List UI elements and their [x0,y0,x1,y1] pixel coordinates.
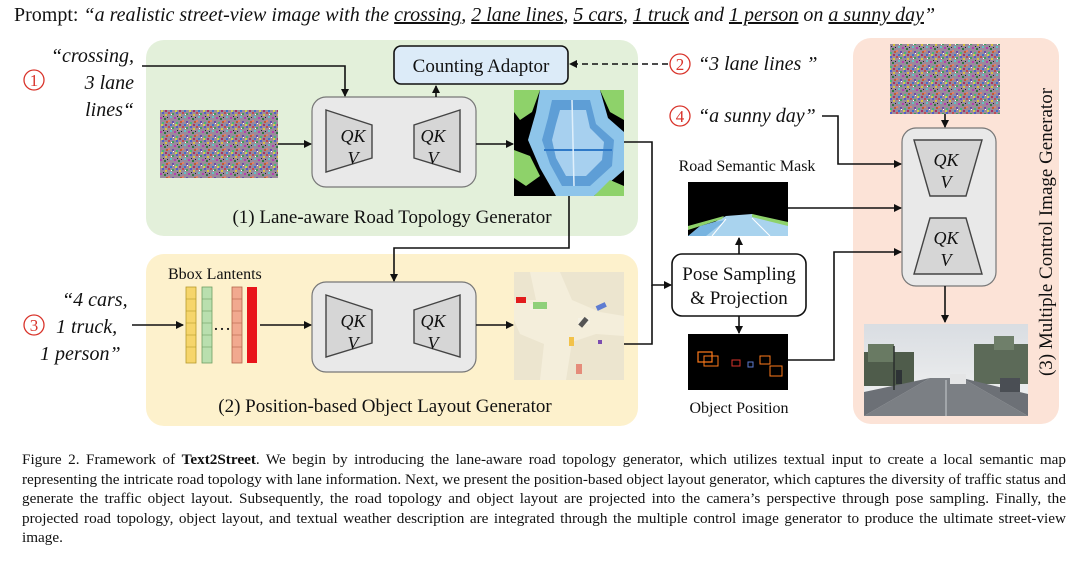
layout-decoder-trapezoid [413,294,461,358]
step-1-text-line1: “crossing, [51,45,134,67]
image-enc-v: V [941,172,954,192]
prompt-person: 1 person [728,4,799,26]
step-1-marker: 1 [23,69,45,91]
layout-dec-v: V [428,333,441,353]
step-4-marker: 4 [669,105,691,127]
step-2-text: “3 lane lines ” [698,53,817,75]
image-noise-input [890,44,1000,114]
step-3-text-line2: 1 truck, [56,316,117,338]
road-enc-v: V [348,148,361,168]
road-semantic-mask-label: Road Semantic Mask [679,158,816,175]
flow-arrows [132,60,949,361]
object-layout-map [514,272,624,380]
step-1-text-line3: lines“ [85,99,134,121]
prompt-lanes: 2 lane lines [471,4,564,26]
step-3-text-line1: “4 cars, [62,289,128,311]
image-decoder-trapezoid [913,217,983,275]
counting-adaptor-label: Counting Adaptor [413,56,550,77]
image-dec-v: V [941,250,954,270]
layout-encoder-trapezoid [325,294,373,358]
pose-sampling-line1: Pose Sampling [682,264,796,285]
bbox-latents-dots: … [213,314,231,334]
object-position-label: Object Position [689,400,788,417]
prompt-line: Prompt: “a realistic street-view image w… [14,4,1074,27]
counting-adaptor-box [393,45,569,85]
step-1-text-line2: 3 lane [84,72,135,94]
step-4-text: “a sunny day” [698,105,816,127]
svg-text:1: 1 [30,71,39,90]
road-topology-map [514,90,624,196]
caption-bold-title: Text2Street [181,451,256,468]
svg-text:2: 2 [676,55,685,74]
road-dec-v: V [428,148,441,168]
prompt-text: “a realistic street-view image with the … [83,4,936,26]
layout-dec-qk: QK [420,311,446,331]
road-noise-image [160,110,278,178]
road-semantic-mask-image [688,182,788,237]
prompt-label: Prompt: [14,4,79,26]
image-enc-qk: QK [933,150,959,170]
bbox-latent-bars [185,286,257,364]
layout-enc-qk: QK [340,311,366,331]
step-2-marker: 2 [669,53,691,75]
step-3-text-line3: 1 person” [40,343,121,365]
street-view-output-image [864,324,1028,416]
prompt-crossing: crossing [394,4,462,26]
bbox-latents-label: Bbox Lantents [168,266,262,283]
road-dec-qk: QK [420,126,446,146]
image-encoder-trapezoid [913,139,983,197]
object-layout-generator-label: (2) Position-based Object Layout Generat… [218,396,552,417]
step-3-marker: 3 [23,314,45,336]
layout-enc-v: V [348,333,361,353]
prompt-truck: 1 truck [632,4,689,26]
road-topology-generator-label: (1) Lane-aware Road Topology Generator [232,207,552,228]
figure-caption: Figure 2. Framework of Text2Street. We b… [22,451,1066,547]
svg-text:4: 4 [676,107,685,126]
prompt-day: a sunny day [828,4,924,26]
image-dec-qk: QK [933,228,959,248]
object-position-image [688,334,788,390]
image-generator-label: (3) Multiple Control Image Generator [1036,87,1057,376]
prompt-cars: 5 cars [573,4,623,26]
road-encoder-trapezoid [325,109,373,173]
pose-sampling-line2: & Projection [690,288,788,309]
road-decoder-trapezoid [413,109,461,173]
road-enc-qk: QK [340,126,366,146]
svg-text:3: 3 [30,316,39,335]
